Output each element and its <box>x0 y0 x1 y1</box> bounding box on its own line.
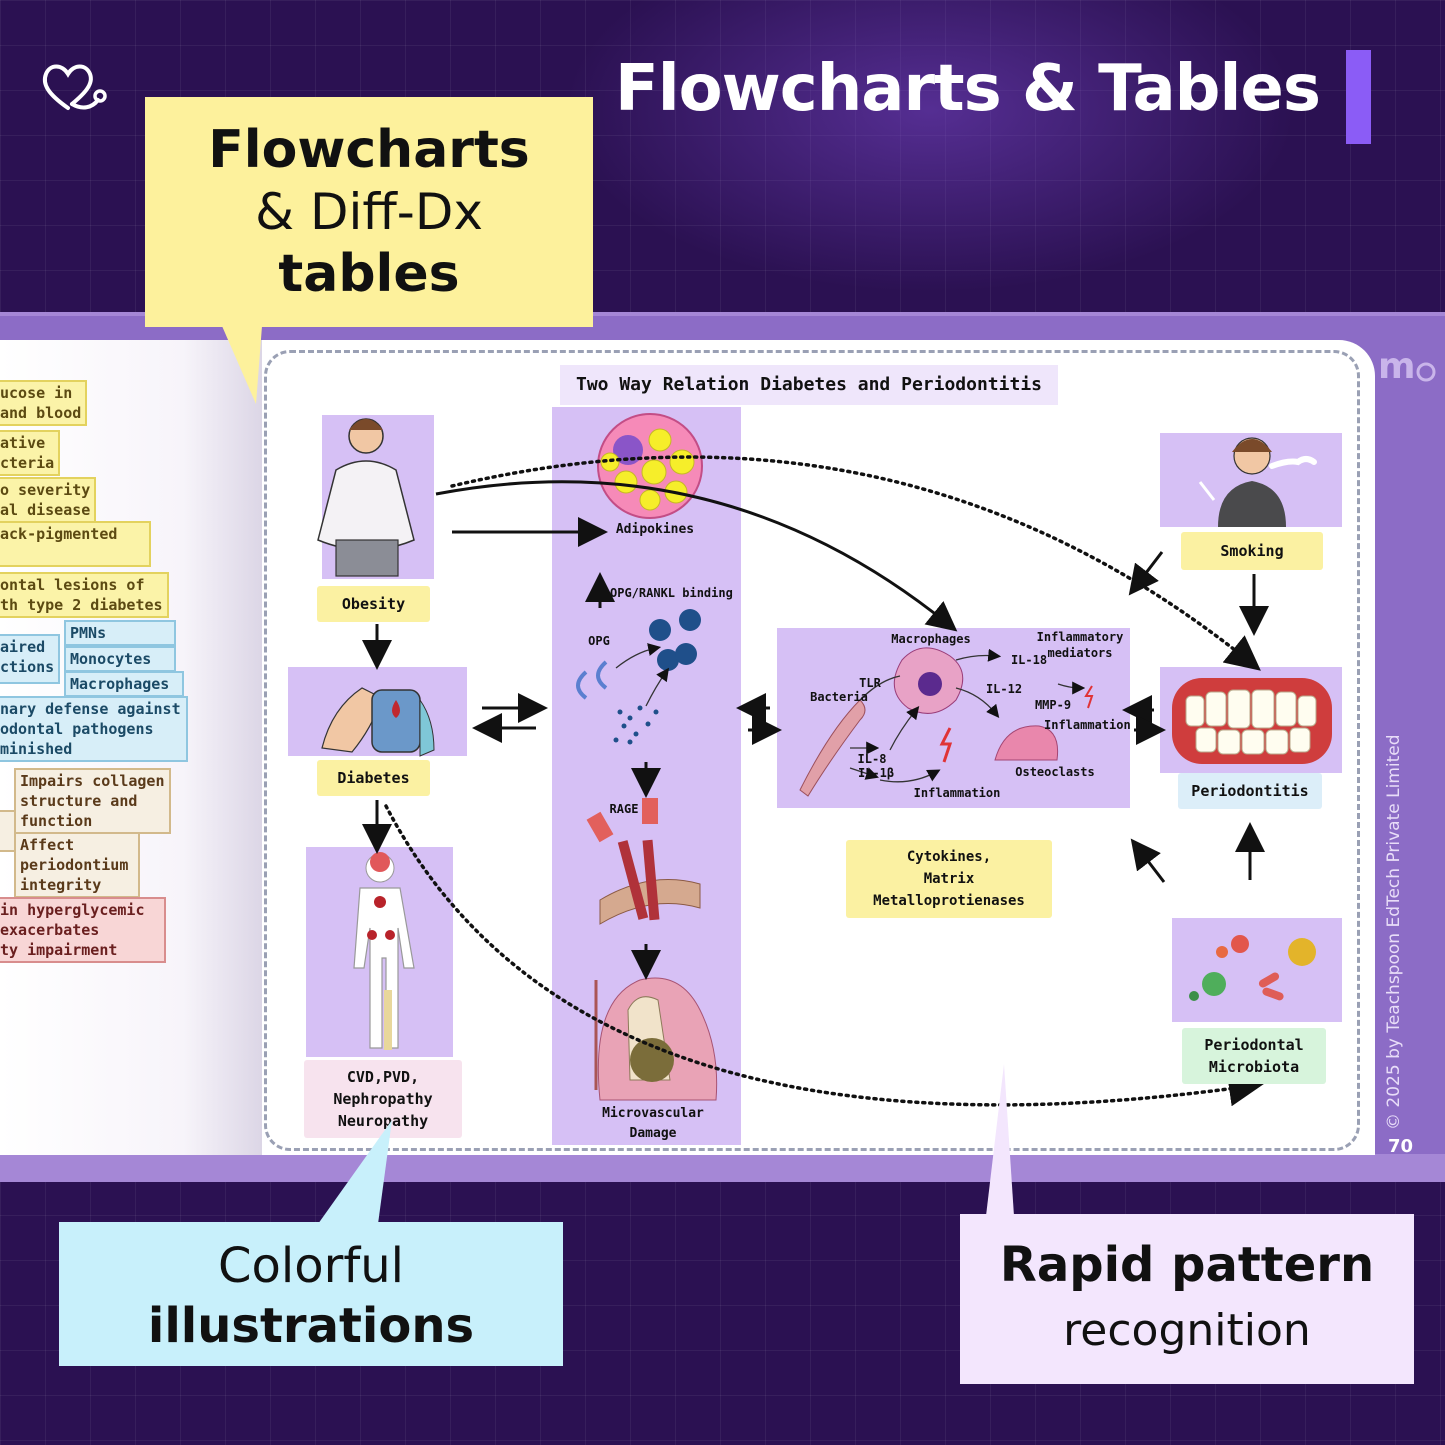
microbiota-illustration <box>1172 918 1342 1022</box>
title-accent-bar <box>1346 50 1371 144</box>
inflammation-box <box>777 628 1130 808</box>
macrophage-icon <box>893 647 964 714</box>
label-tlr: TLR <box>859 676 881 690</box>
label-il12: IL-12 <box>985 682 1023 696</box>
label-periodontitis: Periodontitis <box>1178 773 1322 809</box>
label-inflammation-1: Inflammation <box>1044 718 1131 732</box>
label-inflammation-2: Inflammation <box>913 786 1001 800</box>
list-item: PMNs <box>64 620 176 646</box>
label-opg-rankl: OPG/RANKL binding <box>610 586 733 600</box>
label-adipokines: Adipokines <box>615 522 695 537</box>
dotted-arrow-obesity-periodontitis <box>450 455 1261 671</box>
label-il18: IL-18 <box>1010 653 1048 667</box>
heart-stethoscope-icon <box>42 64 107 110</box>
lightning-icon <box>939 727 953 763</box>
obese-person-icon <box>317 418 415 577</box>
microbes-icon <box>1189 935 1316 1001</box>
label-il1b: IL-1β <box>857 766 895 780</box>
smoker-icon <box>1198 437 1317 527</box>
callout-flowcharts: Flowcharts & Diff-Dx tables <box>145 97 593 327</box>
arrow-smoking-inflammation <box>1128 551 1164 596</box>
label-macrophages: Macrophages <box>891 632 971 646</box>
label-mmp9: MMP-9 <box>1034 698 1072 712</box>
callout-pattern-recognition: Rapid pattern recognition <box>960 1214 1414 1384</box>
list-item: ack-pigmented <box>0 521 151 567</box>
list-item: Macrophages <box>64 671 184 697</box>
label-osteoclasts: Osteoclasts <box>1015 765 1095 779</box>
label-diabetes: Diabetes <box>317 760 430 796</box>
list-item: Monocytes <box>64 646 176 672</box>
dotted-arrow-diabetes-microbiota <box>384 804 1264 1107</box>
label-bacteria: Bacteria <box>810 690 868 704</box>
lightning-icon <box>1084 685 1094 709</box>
callout-illustrations: Colorful illustrations <box>59 1222 563 1366</box>
arrow-obesity-macrophages <box>435 480 958 632</box>
bacteria-cell-icon <box>799 699 866 797</box>
label-obesity: Obesity <box>317 586 430 622</box>
teeth-icon <box>1172 678 1332 764</box>
label-smoking: Smoking <box>1181 532 1323 570</box>
label-opg: OPG <box>588 634 610 648</box>
rage-receptor-icon <box>586 798 701 925</box>
human-body-icon <box>353 852 415 1050</box>
glucometer-icon <box>321 687 435 757</box>
label-rage: RAGE <box>609 802 639 816</box>
page-title: Flowcharts & Tables <box>615 52 1321 126</box>
diagram-frame <box>264 350 1360 1151</box>
osteoclast-icon <box>994 725 1059 761</box>
arrow-microbiota-cytokines <box>1130 838 1166 883</box>
diagram-title: Two Way Relation Diabetes and Periodonti… <box>560 365 1058 405</box>
label-il8: IL-8 <box>857 752 887 766</box>
opg-rankl-icon <box>576 609 701 745</box>
page-number: 70 <box>1388 1136 1414 1157</box>
